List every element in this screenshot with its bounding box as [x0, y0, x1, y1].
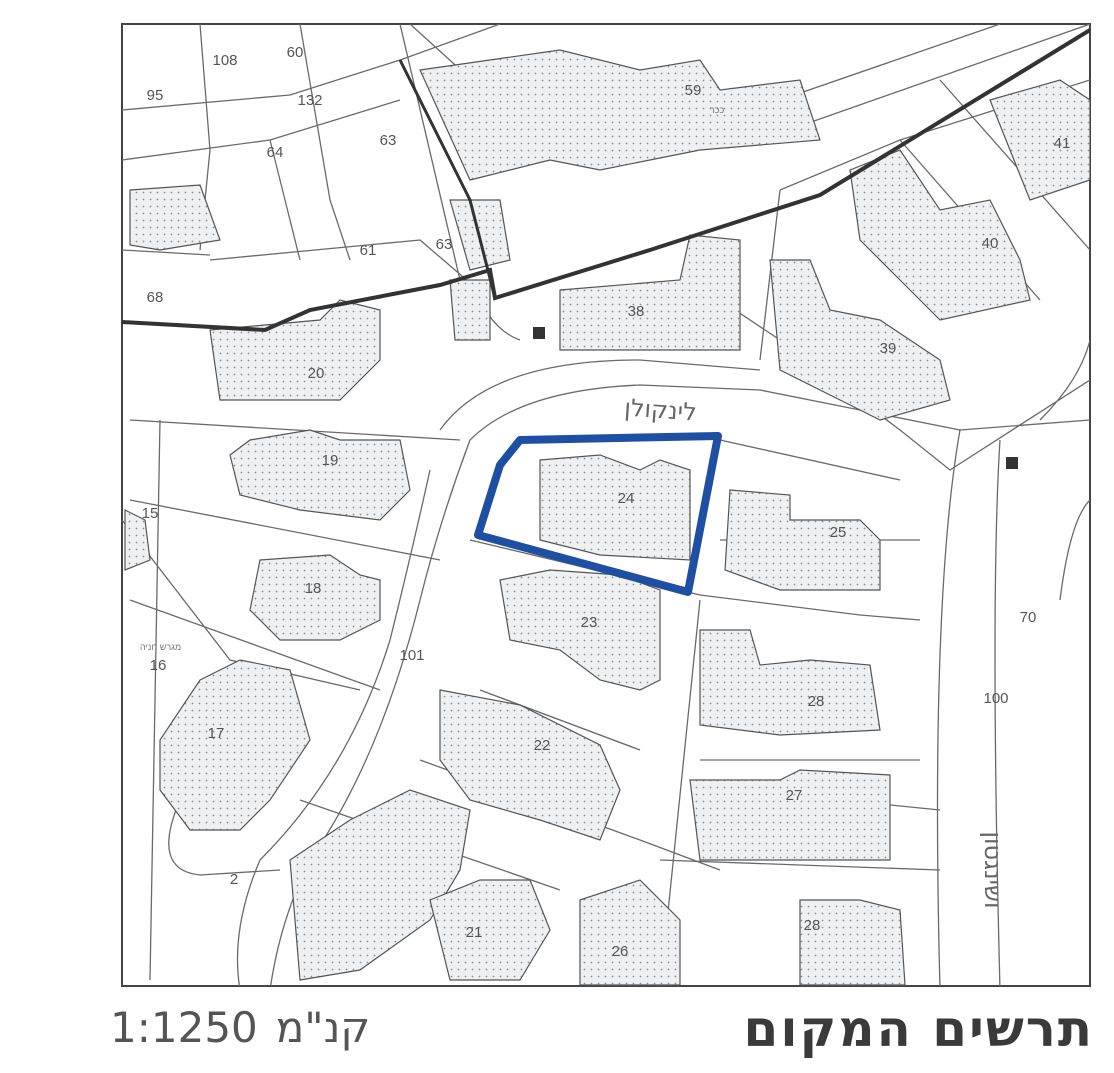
lot-number: 38: [628, 303, 645, 320]
lot-number: 132: [297, 92, 322, 109]
site-map-drawing: 95 108 60 132 64 63 59 41 61 63 40 68 38 39 20 19 15 24 25…: [121, 23, 1091, 987]
lot-number: 17: [208, 725, 225, 742]
lot-number: 60: [287, 44, 304, 61]
lot-number: 18: [305, 580, 322, 597]
lot-number: 41: [1054, 135, 1071, 152]
boundary-line: [122, 28, 1090, 333]
lot-number: 2: [230, 871, 238, 888]
lot-number: 25: [830, 524, 847, 541]
lot-number: 23: [581, 614, 598, 631]
lot-number: 27: [786, 787, 803, 804]
road-label: ככר: [710, 105, 725, 115]
highlighted-plot: [474, 432, 722, 596]
lot-number: 16: [150, 657, 167, 674]
lot-number: 108: [212, 52, 237, 69]
lot-number: 24: [618, 490, 635, 507]
lot-number: 20: [308, 365, 325, 382]
lot-number: 26: [612, 943, 629, 960]
lot-number: 101: [399, 647, 424, 664]
buildings: [124, 49, 1090, 986]
lot-number: 19: [322, 452, 339, 469]
site-map: 95 108 60 132 64 63 59 41 61 63 40 68 38 39 20 19 15 24 25…: [121, 23, 1091, 987]
lot-number: 22: [534, 737, 551, 754]
lot-number: 59: [685, 82, 702, 99]
lot-number: 63: [436, 236, 453, 253]
lot-number: 15: [142, 505, 159, 522]
lot-number: 61: [360, 242, 377, 259]
scale-label: קנ"מ: [275, 1003, 371, 1052]
scale-caption: 1:1250 קנ"מ: [110, 1003, 370, 1052]
boundary-line-2: [398, 59, 497, 299]
lot-labels: 95 108 60 132 64 63 59 41 61 63 40 68 38 39 20 19 15 24 25…: [142, 44, 1071, 960]
scale-value: 1:1250: [110, 1003, 258, 1052]
lot-number: 21: [466, 924, 483, 941]
map-title: תרשים המקום: [743, 1000, 1094, 1058]
parking-label: מגרש חניה: [140, 642, 181, 652]
lot-number: 63: [380, 132, 397, 149]
survey-marker-2: [1006, 457, 1018, 469]
lot-number: 28: [804, 917, 821, 934]
lot-number: 95: [147, 87, 164, 104]
lot-number: 64: [267, 144, 284, 161]
lot-number: 70: [1020, 609, 1037, 626]
lot-number: 28: [808, 693, 825, 710]
lot-number: 40: [982, 235, 999, 252]
street-washington: ושינגטון: [979, 831, 1007, 908]
lot-number: 39: [880, 340, 897, 357]
lot-number: 100: [983, 690, 1008, 707]
survey-marker: [533, 327, 545, 339]
lot-number: 68: [147, 289, 164, 306]
street-lincoln: לינקולן: [623, 394, 697, 427]
